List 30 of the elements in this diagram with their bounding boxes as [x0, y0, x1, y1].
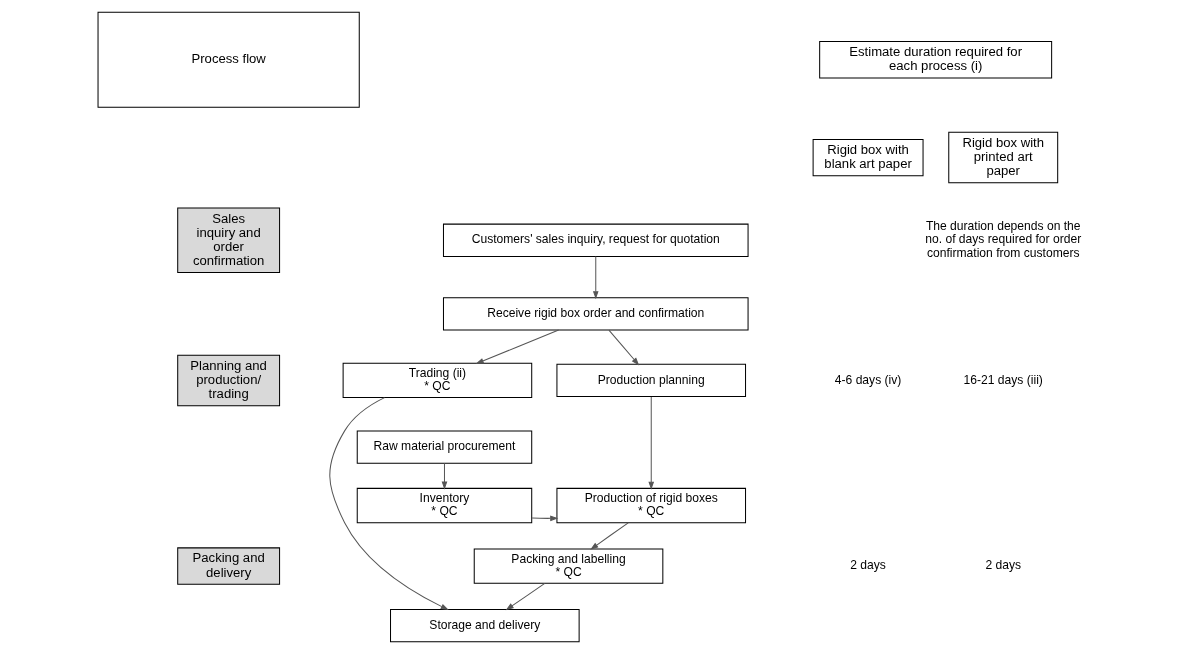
node-box: Estimate duration required for each process (i) — [819, 41, 1053, 79]
arrow — [441, 462, 448, 490]
node-box: Inventory * QC — [356, 487, 533, 524]
node-box: Process flow — [97, 11, 360, 108]
arrow — [475, 329, 560, 364]
arrow — [648, 396, 655, 490]
label: 2 days — [985, 558, 1022, 573]
arrow — [608, 329, 640, 366]
node-box: Packing and delivery — [177, 547, 281, 585]
node-box: Rigid box with blank art paper — [812, 138, 924, 177]
arrow — [592, 255, 599, 300]
arrow — [590, 522, 629, 550]
node-box: Planning and production/ trading — [177, 354, 281, 407]
node-box: Raw material procurement — [356, 430, 533, 464]
node-box: Customers' sales inquiry, request for quotation — [442, 223, 749, 257]
label: The duration depends on the no. of days required for order confirmation from customers — [925, 219, 1082, 260]
node-box: Sales inquiry and order confirmation — [177, 207, 281, 274]
arrow — [329, 397, 449, 610]
node-box: Production of rigid boxes * QC — [556, 487, 747, 524]
node-box: Production planning — [556, 363, 747, 398]
node-box: Receive rigid box order and confirmation — [442, 297, 749, 331]
node-box: Trading (ii) * QC — [342, 362, 533, 399]
node-box: Rigid box with printed art paper — [948, 131, 1059, 184]
label: 4-6 days (iv) — [834, 372, 902, 387]
node-box: Storage and delivery — [390, 608, 580, 643]
arrow — [531, 515, 559, 522]
label: 16-21 days (iii) — [963, 372, 1043, 387]
node-box: Packing and labelling * QC — [473, 548, 664, 584]
label: 2 days — [850, 558, 886, 573]
arrow — [505, 582, 546, 611]
